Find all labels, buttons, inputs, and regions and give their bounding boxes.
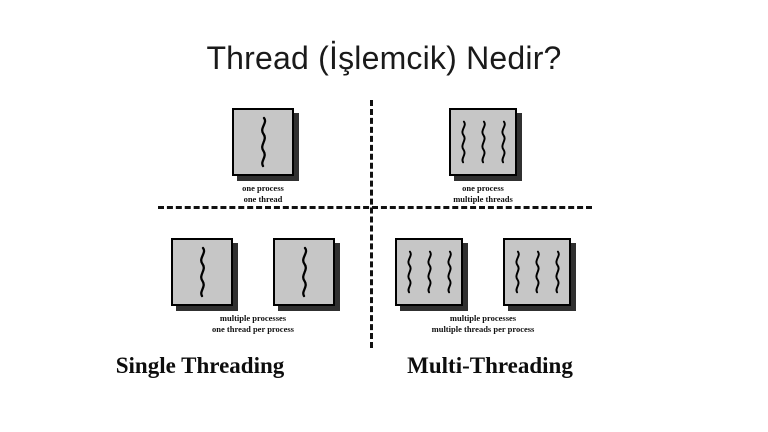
caption-line-2: multiple threads per process: [431, 323, 535, 334]
divider-horizontal: [158, 206, 592, 209]
thread-squiggle-icon: [460, 120, 466, 164]
caption-line-2: one thread: [243, 193, 283, 204]
thread-lines: [234, 110, 292, 174]
quadrant-caption: multiple processes one thread per proces…: [212, 313, 294, 334]
process-box-icon: [449, 108, 517, 176]
thread-squiggle-icon: [514, 250, 520, 294]
thread-squiggle-icon: [260, 116, 266, 168]
heading-multi-threading: Multi-Threading: [407, 353, 573, 378]
divider-vertical: [370, 100, 373, 348]
process-row: [395, 238, 571, 306]
caption-line-2: one thread per process: [212, 323, 294, 334]
page-title: Thread (İşlemcik) Nedir?: [206, 40, 562, 76]
thread-squiggle-icon: [480, 120, 486, 164]
thread-squiggle-icon: [199, 246, 205, 298]
thread-squiggle-icon: [500, 120, 506, 164]
thread-lines: [505, 240, 569, 304]
thread-squiggle-icon: [446, 250, 452, 294]
process-row: [449, 108, 517, 176]
thread-squiggle-icon: [534, 250, 540, 294]
caption-line-1: one process: [242, 183, 284, 193]
quadrant-one-process-one-thread: one process one thread: [160, 108, 366, 204]
thread-lines: [173, 240, 231, 304]
quadrant-caption: one process one thread: [242, 183, 284, 204]
process-box-icon: [171, 238, 233, 306]
quadrant-multiple-processes-multiple-threads: multiple processes multiple threads per …: [378, 238, 588, 334]
process-box-icon: [503, 238, 571, 306]
thread-squiggle-icon: [301, 246, 307, 298]
process-box-icon: [273, 238, 335, 306]
caption-line-2: multiple threads: [453, 193, 513, 204]
quadrant-caption: multiple processes multiple threads per …: [432, 313, 535, 334]
thread-squiggle-icon: [554, 250, 560, 294]
thread-lines: [451, 110, 515, 174]
thread-lines: [275, 240, 333, 304]
thread-lines: [397, 240, 461, 304]
thread-squiggle-icon: [426, 250, 432, 294]
quadrant-multiple-processes-one-thread: multiple processes one thread per proces…: [140, 238, 366, 334]
quadrant-one-process-multiple-threads: one process multiple threads: [378, 108, 588, 204]
process-row: [232, 108, 294, 176]
process-row: [171, 238, 335, 306]
caption-line-1: one process: [462, 183, 504, 193]
quadrant-caption: one process multiple threads: [453, 183, 513, 204]
process-box-icon: [232, 108, 294, 176]
heading-single-threading: Single Threading: [115, 353, 285, 378]
process-box-icon: [395, 238, 463, 306]
caption-line-1: multiple processes: [219, 313, 287, 323]
thread-squiggle-icon: [406, 250, 412, 294]
caption-line-1: multiple processes: [449, 313, 517, 323]
